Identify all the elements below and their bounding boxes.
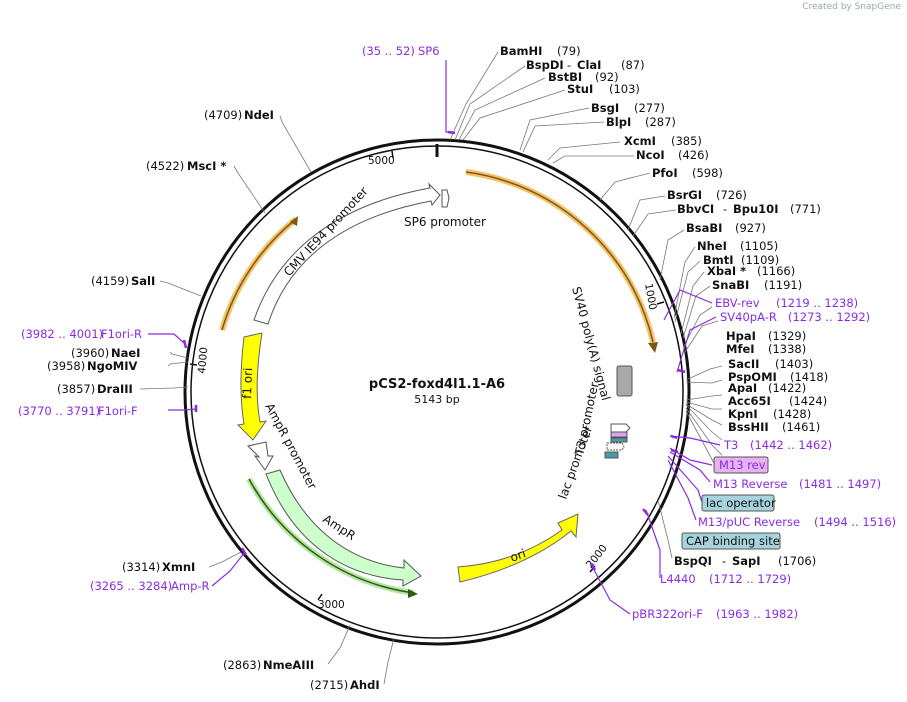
primer-amp-r: (3265 .. 3284)Amp-R [90,579,210,593]
site-nhei: NheI(1105) [697,239,778,253]
site-naei: (3960)NaeI [71,346,140,360]
site-bsabi: BsaBI(927) [686,221,766,235]
site-sali: (4159)SalI [91,274,155,288]
feature-lac-operator: lac operator [706,496,776,510]
primer-marks [148,60,721,615]
primer-sp6: (35 .. 52)SP6 [362,44,440,58]
sites-left: (4709)NdeI (4522)MscI * (4159)SalI (3960… [47,108,380,692]
sv40-polya-box [616,365,633,397]
cmv-arc [221,218,297,331]
ori-label: ori [508,546,527,564]
m13-rev-box [610,431,628,438]
primer-pbr322ori-f: pBR322ori-F(1963 .. 1982) [632,607,798,621]
site-pfoi: PfoI(598) [652,166,723,180]
site-bsshii: BssHII(1461) [728,420,820,434]
primer-arrows [182,130,686,571]
plasmid-length: 5143 bp [414,393,459,406]
primer-m13-reverse: M13 Reverse(1481 .. 1497) [713,477,881,491]
sp6-promoter-label: SP6 promoter [404,215,486,229]
primer-ebv-rev: EBV-rev(1219 .. 1238) [715,296,858,310]
site-ncoi: NcoI(426) [636,148,709,162]
site-bamhi: BamHI(79) [500,44,581,58]
site-bspqi-sapi: BspQI-SapI(1706) [674,554,816,568]
primer-m13-puc-reverse: M13/pUC Reverse(1494 .. 1516) [698,515,896,529]
cmv-promoter-arrow [253,182,441,325]
site-apai: ApaI(1422) [728,381,806,395]
tick-5000: 5000 [368,155,395,167]
site-acc65i: Acc65I(1424) [728,394,827,408]
site-bmti: BmtI(1109) [703,253,779,267]
site-pspomi: PspOMI(1418) [728,370,828,384]
ampr-arc-arrowhead [408,589,418,598]
feature-cap-binding-site: CAP binding site [686,534,780,548]
site-xcmi: XcmI(385) [624,134,702,148]
insert-arrowhead [648,342,658,353]
f1-ori-label: f1 ori [240,367,255,399]
leader-lines [139,51,723,685]
insert-arc-highlight [465,169,656,343]
site-bsrgi: BsrGI(726) [667,188,747,202]
lac-promoter-arrow [606,442,625,451]
ampr-arrow [265,469,422,587]
tick-4000: 4000 [196,347,210,375]
site-bbvci-bpu10i: BbvCI-Bpu10I(771) [677,202,821,216]
site-mfei: MfeI(1338) [726,342,806,356]
site-xmni: (3314)XmnI [122,560,195,574]
site-hpai: HpaI(1329) [726,329,806,343]
primer-m13-rev: M13 rev [719,458,766,472]
primer-t3: T3(1442 .. 1462) [723,438,832,452]
plasmid-name: pCS2-foxd4l1.1-A6 [369,377,505,392]
cmv-promoter-label: CMV IE94 promoter [281,184,371,279]
site-ahdi: (2715)AhdI [310,678,380,692]
backbone-outer [183,138,691,646]
site-xbai: XbaI *(1166) [707,264,795,278]
t3-promoter-arrow [610,423,631,433]
lac-operator-box [610,437,628,443]
ampr-promoter-arrow [247,441,274,471]
site-snabi: SnaBI(1191) [712,278,802,292]
site-bsgi: BsgI(277) [591,101,665,115]
site-blpi: BlpI(287) [606,115,676,129]
primer-f1ori-f: (3770 .. 3791)F1ori-F [18,404,138,418]
sp6-promoter-arrow [441,189,450,208]
tick-2000: 2000 [584,542,610,570]
lac-operator-badge [701,494,775,512]
f1-ori-arrow [236,332,268,441]
insert-arc [465,171,654,343]
site-stui: StuI(103) [567,82,640,96]
site-bspdi-clai: BspDI-ClaI(87) [526,58,645,72]
primer-sv40pa-r: SV40pA-R(1273 .. 1292) [720,310,870,324]
sites-right: BamHI(79) BspDI-ClaI(87) BstBI(92) StuI(… [500,44,828,568]
site-bstbi: BstBI(92) [548,70,619,84]
site-nmeaiii: (2863)NmeAIII [223,658,314,672]
site-msci: (4522)MscI * [146,159,226,173]
m13-rev-badge [713,456,769,474]
ampr-arc [248,478,415,594]
snapgene-credit: Created by SnapGene [802,2,901,12]
site-ndei: (4709)NdeI [204,108,274,122]
ori-arrow [457,513,579,583]
cap-site-box [604,451,619,459]
site-ngomiv: (3958)NgoMIV [47,359,137,373]
tick-1000: 1000 [642,282,658,310]
primer-labels: (35 .. 52)SP6 EBV-rev(1219 .. 1238) SV40… [18,44,896,621]
cmv-arc-arrowhead [290,216,298,226]
site-sacii: SacII(1403) [728,357,813,371]
tick-3000: 3000 [318,599,345,611]
site-draiii: (3857)DraIII [57,382,133,396]
site-kpni: KpnI(1428) [728,407,811,421]
primer-f1ori-r: (3982 .. 4001)F1ori-R [21,327,142,341]
primer-l4440: L4440(1712 .. 1729) [660,572,791,586]
cap-site-badge [681,532,781,550]
